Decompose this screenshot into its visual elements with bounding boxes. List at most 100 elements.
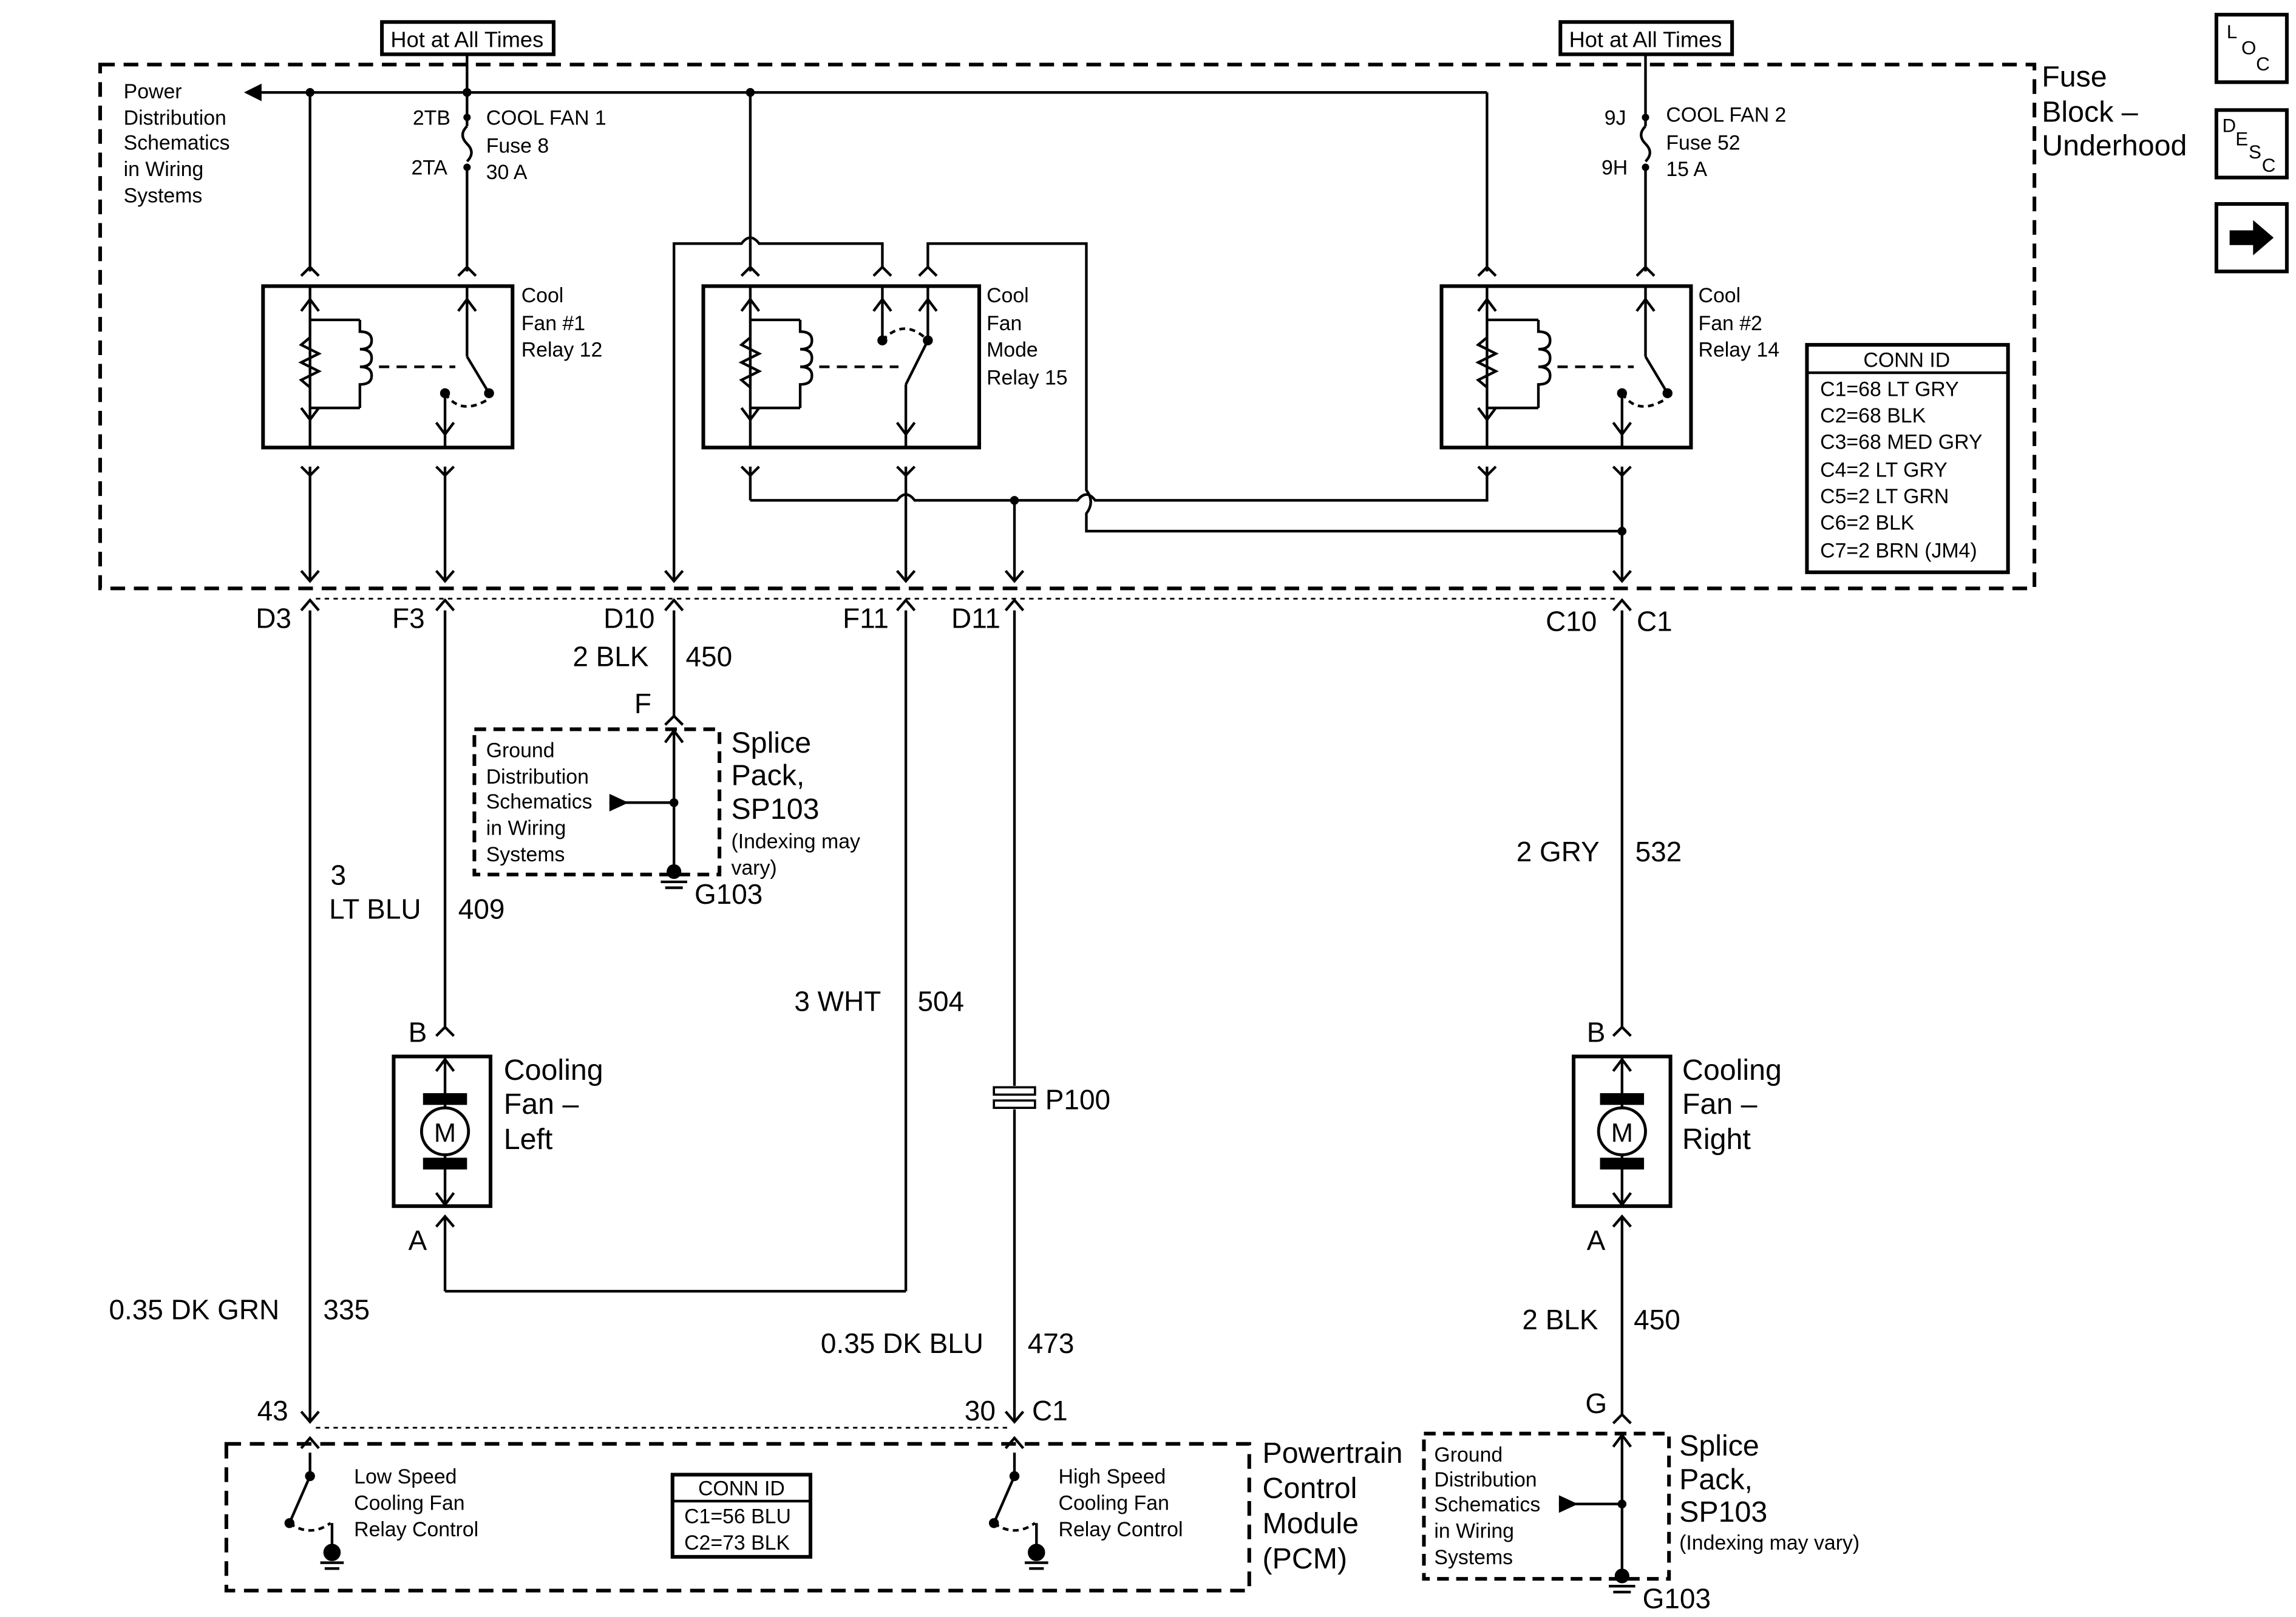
svg-text:O: O <box>2241 37 2256 58</box>
fuse-block-title-1: Fuse <box>2042 61 2107 93</box>
svg-text:C: C <box>2262 155 2276 176</box>
svg-text:Fan #1: Fan #1 <box>521 312 585 335</box>
cooling-fan-right: M B A Cooling Fan – Right <box>1572 1016 1782 1256</box>
low-speed-label: Low Speed Cooling Fan Relay Control <box>354 1465 478 1541</box>
svg-text:SP103: SP103 <box>731 793 819 825</box>
svg-text:in Wiring: in Wiring <box>124 158 204 181</box>
relay-cool-fan-2 <box>1439 265 1693 478</box>
svg-text:Fan –: Fan – <box>504 1088 579 1120</box>
svg-text:Module: Module <box>1263 1507 1359 1540</box>
svg-text:High Speed: High Speed <box>1059 1465 1166 1488</box>
high-speed-label: High Speed Cooling Fan Relay Control <box>1059 1465 1183 1541</box>
svg-text:LT BLU: LT BLU <box>329 893 421 924</box>
svg-text:M: M <box>1611 1119 1633 1148</box>
svg-text:Control: Control <box>1263 1472 1357 1505</box>
fuse-block-title-3: Underhood <box>2042 129 2187 162</box>
svg-text:Fuse 8: Fuse 8 <box>486 134 549 157</box>
svg-text:D: D <box>2223 115 2237 137</box>
svg-text:(Indexing may: (Indexing may <box>731 830 860 853</box>
svg-text:Ground: Ground <box>486 739 555 762</box>
power-distribution-ref: Power Distribution Schematics in Wiring … <box>124 80 230 208</box>
svg-text:Right: Right <box>1682 1123 1751 1156</box>
svg-text:2 GRY: 2 GRY <box>1517 836 1600 867</box>
connector-pin-labels: D3 F3 D10 F11 D11 C10 C1 <box>256 603 1672 637</box>
svg-text:CONN ID: CONN ID <box>1863 348 1950 371</box>
svg-text:Schematics: Schematics <box>1434 1493 1540 1516</box>
svg-text:Relay Control: Relay Control <box>1059 1518 1183 1541</box>
loc-button[interactable]: L O C <box>2214 13 2289 84</box>
next-page-button[interactable] <box>2214 202 2289 274</box>
svg-text:30: 30 <box>965 1395 996 1426</box>
svg-text:Schematics: Schematics <box>486 790 593 813</box>
svg-text:C7=2 BRN (JM4): C7=2 BRN (JM4) <box>1820 540 1977 563</box>
svg-text:S: S <box>2249 141 2261 163</box>
svg-text:532: 532 <box>1635 836 1682 867</box>
fuse-block-internal-wiring <box>308 236 1624 580</box>
svg-text:Pack,: Pack, <box>731 759 804 792</box>
svg-text:A: A <box>409 1225 427 1256</box>
svg-text:C1: C1 <box>1637 605 1673 637</box>
top-bus <box>243 55 1647 272</box>
wire-labels: 2 BLK 450 3 LT BLU 409 3 WHT 504 2 GRY 5… <box>109 641 1682 1359</box>
svg-text:Pack,: Pack, <box>1679 1463 1753 1496</box>
svg-text:COOL FAN 1: COOL FAN 1 <box>486 106 606 129</box>
svg-text:Relay 12: Relay 12 <box>521 338 603 361</box>
svg-text:0.35 DK GRN: 0.35 DK GRN <box>109 1293 279 1325</box>
svg-text:vary): vary) <box>731 856 776 880</box>
svg-text:D10: D10 <box>603 603 654 634</box>
svg-text:in Wiring: in Wiring <box>486 817 566 840</box>
svg-text:F3: F3 <box>392 603 425 634</box>
svg-text:F: F <box>634 688 651 719</box>
svg-text:504: 504 <box>917 986 964 1017</box>
svg-text:C5=2 LT GRN: C5=2 LT GRN <box>1820 485 1949 508</box>
svg-text:Fan: Fan <box>987 312 1022 335</box>
svg-text:C2=73 BLK: C2=73 BLK <box>684 1531 790 1554</box>
cooling-fan-left: M B A Cooling Fan – Left <box>392 1016 603 1256</box>
hot-label-left: Hot at All Times <box>380 20 555 56</box>
svg-text:E: E <box>2235 128 2248 149</box>
fuse-block-conn-id-table: CONN ID C1=68 LT GRY C2=68 BLK C3=68 MED… <box>1805 343 2010 574</box>
svg-text:Cool: Cool <box>1699 284 1741 307</box>
svg-text:2 BLK: 2 BLK <box>572 641 648 673</box>
svg-text:2TA: 2TA <box>411 157 447 180</box>
svg-text:Cool: Cool <box>987 284 1029 307</box>
svg-text:Powertrain: Powertrain <box>1263 1437 1403 1470</box>
high-speed-relay-control-switch <box>988 1453 1048 1570</box>
svg-text:SP103: SP103 <box>1679 1496 1767 1528</box>
svg-text:COOL FAN 2: COOL FAN 2 <box>1666 104 1786 127</box>
svg-text:(Indexing may vary): (Indexing may vary) <box>1679 1531 1860 1554</box>
svg-text:Left: Left <box>504 1123 553 1156</box>
relay-mode-label: Cool Fan Mode Relay 15 <box>987 284 1068 389</box>
relay-cool-fan-mode <box>701 265 982 478</box>
desc-button[interactable]: D E S C <box>2214 108 2289 180</box>
svg-text:Distribution: Distribution <box>1434 1468 1537 1491</box>
svg-text:0.35 DK BLU: 0.35 DK BLU <box>821 1327 983 1359</box>
fuse-block-outline <box>98 63 2037 591</box>
svg-text:C4=2 LT GRY: C4=2 LT GRY <box>1820 459 1948 482</box>
svg-text:P100: P100 <box>1045 1084 1110 1116</box>
splice-pack-top: F Splice Pack, SP103 (Indexing may vary)… <box>472 688 860 910</box>
svg-text:B: B <box>409 1016 427 1048</box>
svg-text:Distribution: Distribution <box>486 765 589 788</box>
harness-wires <box>308 610 1624 1421</box>
low-speed-relay-control-switch <box>284 1453 344 1570</box>
svg-text:C1: C1 <box>1032 1395 1068 1426</box>
svg-text:Cooling Fan: Cooling Fan <box>354 1492 464 1515</box>
svg-text:9H: 9H <box>1601 157 1628 180</box>
relay-1-label: Cool Fan #1 Relay 12 <box>521 284 603 361</box>
svg-text:Cooling Fan: Cooling Fan <box>1059 1492 1169 1515</box>
svg-text:(PCM): (PCM) <box>1263 1542 1348 1575</box>
svg-text:Relay Control: Relay Control <box>354 1518 478 1541</box>
svg-text:43: 43 <box>257 1395 288 1426</box>
svg-text:CONN ID: CONN ID <box>698 1477 785 1500</box>
arrow-right-icon <box>2229 220 2274 256</box>
svg-text:Distribution: Distribution <box>124 106 226 129</box>
hot-label-right: Hot at All Times <box>1558 20 1734 56</box>
svg-text:D3: D3 <box>256 603 291 634</box>
svg-text:Systems: Systems <box>486 843 565 866</box>
svg-text:Fuse 52: Fuse 52 <box>1666 132 1740 155</box>
svg-text:C6=2 BLK: C6=2 BLK <box>1820 512 1915 535</box>
fuse-8-cool-fan-1: 2TB 2TA COOL FAN 1 Fuse 8 30 A <box>411 106 606 272</box>
svg-text:Mode: Mode <box>987 338 1038 361</box>
svg-text:G103: G103 <box>695 878 763 910</box>
